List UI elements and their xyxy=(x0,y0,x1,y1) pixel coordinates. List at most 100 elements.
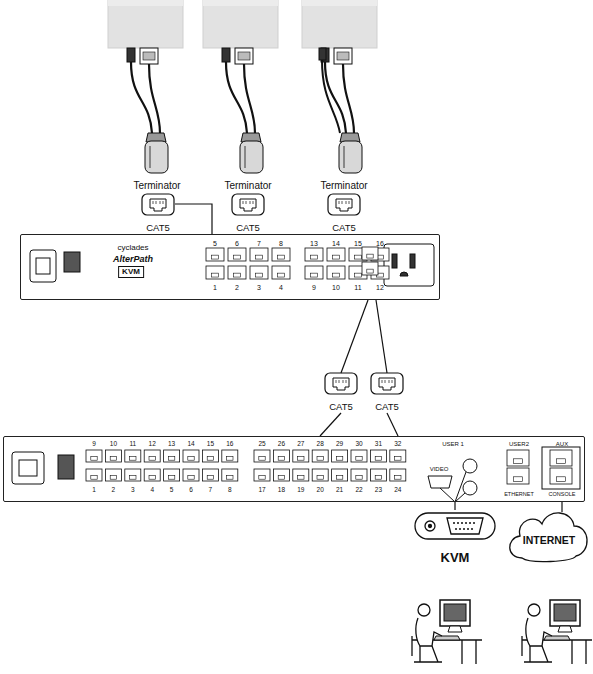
user-ports xyxy=(428,447,580,502)
port-number: 7 xyxy=(209,487,213,494)
port xyxy=(354,273,361,277)
port xyxy=(105,469,121,481)
port xyxy=(91,457,97,461)
port-number: 12 xyxy=(149,441,156,448)
server-with-terminator xyxy=(108,0,377,173)
port xyxy=(125,469,141,481)
port xyxy=(332,450,348,462)
port-number: 21 xyxy=(336,487,343,494)
port-number: 10 xyxy=(110,441,117,448)
port xyxy=(259,476,265,480)
port-number: 2 xyxy=(112,487,116,494)
port xyxy=(211,255,218,259)
port xyxy=(255,273,262,277)
port-number: 11 xyxy=(354,284,361,291)
port xyxy=(375,476,381,480)
user-at-computer xyxy=(412,600,592,664)
port xyxy=(254,469,270,481)
port xyxy=(557,477,566,482)
port xyxy=(105,450,121,462)
port-number: 1 xyxy=(92,487,96,494)
rj45-symbol xyxy=(336,380,346,383)
rj45-symbol xyxy=(243,201,253,204)
port xyxy=(550,468,572,484)
port-number: 31 xyxy=(375,441,382,448)
cat5-icon xyxy=(232,194,264,215)
port xyxy=(188,476,194,480)
node-text: USER2 xyxy=(509,441,529,447)
port xyxy=(86,469,102,481)
port-number: 2 xyxy=(235,284,239,291)
cat5-icon xyxy=(325,373,357,394)
port xyxy=(228,266,246,279)
internet-cloud: INTERNET xyxy=(508,512,588,562)
port xyxy=(514,477,523,482)
port xyxy=(255,255,262,259)
power-inlet xyxy=(12,244,434,484)
port xyxy=(312,469,328,481)
port xyxy=(375,457,381,461)
port xyxy=(278,476,284,480)
port xyxy=(86,450,102,462)
port xyxy=(202,469,218,481)
port-number: 15 xyxy=(354,240,362,247)
port xyxy=(370,450,386,462)
port xyxy=(228,248,246,261)
port xyxy=(332,255,339,259)
port-number: 5 xyxy=(213,240,217,247)
cat5-cable xyxy=(175,204,212,234)
rj45-symbol xyxy=(336,199,352,211)
cat5-cable xyxy=(454,502,455,510)
rj45-symbol xyxy=(333,378,349,390)
port-number: 17 xyxy=(258,487,265,494)
port-number: 30 xyxy=(355,441,362,448)
node-text: CAT5 xyxy=(236,223,260,233)
port xyxy=(351,469,367,481)
port-number: 4 xyxy=(279,284,283,291)
port xyxy=(222,450,238,462)
port xyxy=(254,450,270,462)
port xyxy=(144,450,160,462)
cat5-connector: CAT5 xyxy=(327,194,361,234)
port xyxy=(327,266,345,279)
port xyxy=(354,255,361,259)
port xyxy=(305,248,323,261)
port xyxy=(130,457,136,461)
port xyxy=(91,476,97,480)
node-text: KVM xyxy=(441,551,470,564)
port-number: 14 xyxy=(332,240,340,247)
port xyxy=(356,476,362,480)
node-text: AUX xyxy=(556,441,568,447)
port xyxy=(370,469,386,481)
port xyxy=(298,457,304,461)
port-row xyxy=(86,194,572,484)
port-number: 6 xyxy=(235,240,239,247)
cat5-connector: CAT5 xyxy=(370,373,404,413)
port xyxy=(312,450,328,462)
port xyxy=(211,273,218,277)
port xyxy=(207,476,213,480)
port-number: 8 xyxy=(279,240,283,247)
port-number: 16 xyxy=(376,240,384,247)
port xyxy=(293,450,309,462)
kvm-connector-label: KVM xyxy=(410,510,500,566)
port xyxy=(395,457,401,461)
rj45-symbol xyxy=(153,201,163,204)
port-number: 32 xyxy=(394,441,401,448)
port-number: 3 xyxy=(257,284,261,291)
cat5-icon xyxy=(328,194,360,215)
port-number: 20 xyxy=(317,487,324,494)
port-number: 10 xyxy=(332,284,340,291)
port xyxy=(557,459,566,464)
port xyxy=(317,476,323,480)
port-number: 18 xyxy=(278,487,285,494)
node-text: ETHERNET xyxy=(504,492,534,498)
port xyxy=(310,273,317,277)
port xyxy=(144,469,160,481)
port xyxy=(395,476,401,480)
port xyxy=(507,468,529,484)
port xyxy=(233,273,240,277)
rj45-symbol xyxy=(240,199,256,211)
